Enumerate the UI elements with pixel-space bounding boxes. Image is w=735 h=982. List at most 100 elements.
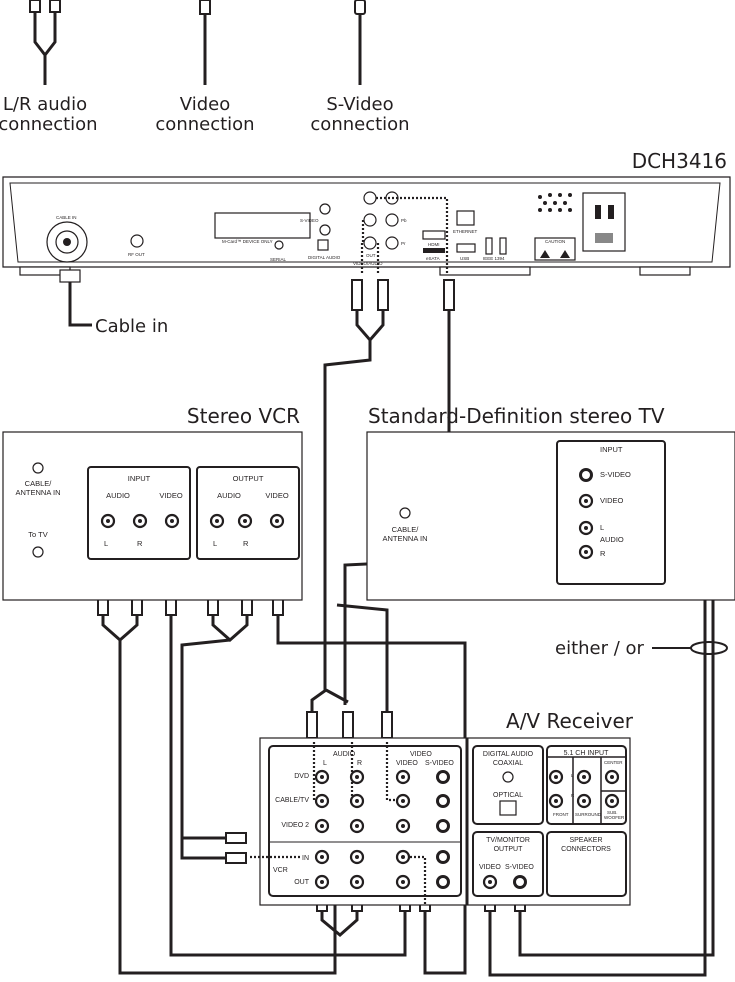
vcr-cable-antenna-line1: CABLE/ [25, 479, 53, 488]
svideo-jack-icon [436, 875, 450, 889]
vent-holes [538, 193, 572, 212]
vcr-cable-antenna-line2: ANTENNA IN [15, 488, 60, 497]
rcv-center-label: CENTER [604, 760, 623, 765]
tv-svideo-label: S-VIDEO [600, 470, 631, 479]
rcv-l-label: L [323, 760, 327, 767]
rcv-51ch-label: 5.1 CH INPUT [564, 750, 609, 757]
rcv-ch-l: L [571, 773, 574, 778]
rcv-sub-line2: WOOFER [604, 815, 625, 820]
rcv-audio-label: AUDIO [333, 751, 356, 758]
rcv-digital-audio-line2: COAXIAL [493, 760, 523, 767]
tv-cable-antenna-line2: ANTENNA IN [382, 534, 427, 543]
rca-jack-icon [395, 818, 411, 834]
label-pb: Pb [401, 218, 407, 223]
rca-jack-icon [395, 849, 411, 865]
vcr-in-video-label: VIDEO [159, 491, 183, 500]
rca-jack-icon [604, 769, 620, 785]
rcv-row-cabletv: CABLE/TV [275, 797, 309, 804]
either-or-label: either / or [555, 638, 645, 659]
rca-jack-icon [349, 874, 365, 890]
label-ieee1394: IEEE 1394 [483, 256, 505, 261]
label-pr: Pr [401, 241, 406, 246]
label-hdmi: HDMI [428, 242, 440, 247]
label-svideo: S-VIDEO [300, 218, 319, 223]
rcv-speaker-line1: SPEAKER [569, 837, 602, 844]
rca-jack-icon [314, 874, 330, 890]
rca-jack-icon [576, 793, 592, 809]
rcv-ch-r: R [571, 793, 575, 798]
svideo-jack-icon [436, 770, 450, 784]
rcv-row-dvd: DVD [294, 773, 309, 780]
label-rf-out: RF OUT [128, 252, 145, 257]
cable-in-label: Cable in [95, 316, 168, 337]
rcv-surround-label: SURROUND [575, 812, 602, 817]
rcv-vcr-label: VCR [273, 867, 288, 874]
component-jacks [360, 191, 449, 275]
rca-jack-icon [132, 513, 148, 529]
rca-plug-icon [381, 711, 393, 739]
legend-lr-audio-line2: connection [0, 114, 98, 135]
rcv-col-video: VIDEO [396, 760, 418, 767]
rca-jack-icon [578, 493, 594, 509]
svideo-plug-icon [354, 0, 366, 85]
tv-cable-antenna-line1: CABLE/ [392, 525, 420, 534]
label-ethernet: ETHERNET [453, 229, 478, 234]
rca-jack-icon [604, 793, 620, 809]
vcr-to-tv-label: To TV [28, 530, 47, 539]
svideo-jack-icon [436, 794, 450, 808]
rcv-row-video2: VIDEO 2 [281, 822, 309, 829]
label-digital-audio: DIGITAL AUDIO [308, 255, 341, 260]
legend-video-line1: Video [180, 94, 230, 115]
dch-rear-panel: CABLE IN RF OUT M-Card™ DEVICE ONLY S-VI… [2, 176, 731, 276]
legend-lr-audio-line1: L/R audio [3, 94, 87, 115]
label-esata: eSATA [426, 256, 440, 261]
rcv-r-label: R [357, 760, 362, 767]
rca-jack-icon [100, 513, 116, 529]
label-video-audio: VIDEO/AUDIO [353, 261, 383, 266]
label-cable-in: CABLE IN [56, 215, 77, 220]
rcv-tvmon-line1: TV/MONITOR [486, 837, 530, 844]
vcr-out-r: R [243, 539, 249, 548]
vcr-out-l: L [213, 539, 217, 548]
rca-jack-icon [576, 769, 592, 785]
svideo-jack-icon [436, 850, 450, 864]
svideo-jack-icon [579, 468, 593, 482]
legend-svideo-line2: connection [310, 114, 409, 135]
vcr-in-r: R [137, 539, 143, 548]
receiver-title: A/V Receiver [506, 709, 634, 733]
dch-model-title: DCH3416 [632, 149, 727, 173]
rca-jack-icon [395, 793, 411, 809]
label-mcard: M-Card™ DEVICE ONLY [222, 239, 273, 244]
tv-video-label: VIDEO [600, 496, 624, 505]
vcr-in-audio-label: AUDIO [106, 491, 130, 500]
rcv-vcr-out: OUT [294, 879, 310, 886]
rca-plug-icon [351, 279, 363, 311]
rca-plug-icon [342, 711, 354, 739]
stereo-vcr: CABLE/ ANTENNA IN To TV INPUT OUTPUT AUD… [2, 431, 303, 601]
sd-stereo-tv: CABLE/ ANTENNA IN INPUT S-VIDEO VIDEO L … [366, 431, 735, 601]
rcv-out-svideo: S-VIDEO [505, 864, 534, 871]
tv-l-label: L [600, 523, 604, 532]
label-usb: USB [460, 256, 469, 261]
rca-jack-icon [578, 544, 594, 560]
svideo-jack-icon [513, 875, 527, 889]
tv-input-label: INPUT [600, 445, 623, 454]
vcr-input-label: INPUT [128, 474, 151, 483]
rca-jack-icon [269, 513, 285, 529]
rca-jack-icon [395, 874, 411, 890]
rca-jack-icon [548, 793, 564, 809]
lr-audio-plug-icon [29, 0, 61, 85]
legend-svideo-line1: S-Video [326, 94, 393, 115]
rca-jack-icon [237, 513, 253, 529]
legend-video-line2: connection [155, 114, 254, 135]
rca-jack-icon [548, 769, 564, 785]
rca-jack-icon [314, 793, 330, 809]
video-plug-icon [199, 0, 211, 85]
jacks [100, 468, 620, 890]
rcv-out-video: VIDEO [479, 864, 501, 871]
rca-jack-icon [482, 874, 498, 890]
rca-jack-icon [349, 818, 365, 834]
label-out: OUT [366, 253, 376, 258]
rcv-col-svideo: S-VIDEO [425, 760, 454, 767]
